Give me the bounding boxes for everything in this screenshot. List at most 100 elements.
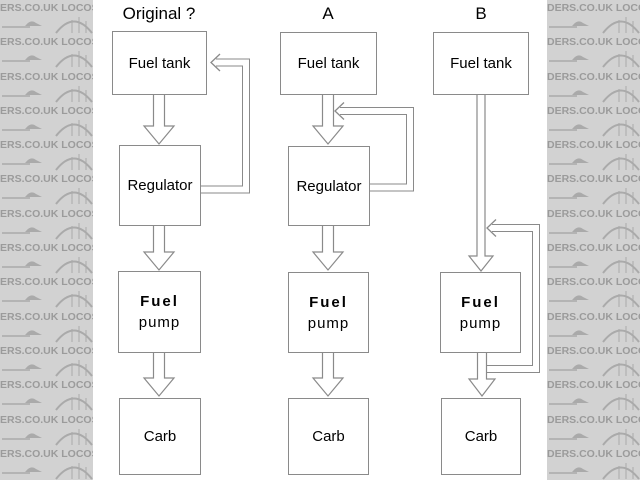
watermark-text: ERS.CO.UK LOCOSTE: [0, 276, 93, 289]
watermark-row: ERS.CO.UK LOCOSTE: [0, 34, 93, 68]
box-a-regulator: Regulator: [288, 146, 370, 226]
watermark-row: DERS.CO.UK LOCOST: [547, 103, 640, 137]
watermark-text: DERS.CO.UK LOCOST: [547, 2, 640, 14]
locost-logo-icon: [2, 188, 93, 206]
box-original-carb: Carb: [119, 398, 201, 475]
watermark-text: DERS.CO.UK LOCOST: [547, 36, 640, 49]
locost-logo-icon: [549, 428, 640, 446]
watermark-text: ERS.CO.UK LOCOSTE: [0, 310, 93, 323]
watermark-text: ERS.CO.UK LOCOSTE: [0, 139, 93, 152]
box-a-fuel-pump: Fuel pump: [288, 272, 369, 353]
watermark-row: ERS.CO.UK LOCOSTE: [0, 274, 93, 308]
locost-logo-icon: [2, 462, 93, 480]
locost-logo-icon: [549, 188, 640, 206]
watermark-row: ERS.CO.UK LOCOSTE: [0, 137, 93, 171]
watermark-row: DERS.CO.UK LOCOST: [547, 412, 640, 446]
watermark-text: ERS.CO.UK LOCOSTE: [0, 242, 93, 255]
watermark-text: DERS.CO.UK LOCOST: [547, 413, 640, 426]
box-label: Regulator: [127, 177, 193, 194]
locost-logo-icon: [549, 359, 640, 377]
watermark-text: DERS.CO.UK LOCOST: [547, 70, 640, 83]
box-original-fuel-tank: Fuel tank: [112, 31, 207, 95]
box-label: pump: [307, 314, 350, 332]
box-b-fuel-tank: Fuel tank: [433, 32, 529, 95]
watermark-row: DERS.CO.UK LOCOST: [547, 274, 640, 308]
locost-logo-icon: [549, 154, 640, 171]
locost-logo-icon: [549, 394, 640, 411]
arrow-original-tank-to-regulator: [142, 93, 176, 145]
watermark-row: DERS.CO.UK LOCOST: [547, 377, 640, 411]
watermark-text: DERS.CO.UK LOCOST: [547, 242, 640, 255]
watermark-text: ERS.CO.UK LOCOSTE: [0, 173, 93, 186]
watermark-strip-right: DERS.CO.UK LOCOSTDERS.CO.UK LOCOSTDERS.C…: [547, 0, 640, 480]
locost-logo-icon: [2, 291, 93, 308]
locost-logo-icon: [549, 257, 640, 274]
locost-logo-icon: [2, 17, 93, 34]
return-arrowhead-original: [210, 53, 221, 72]
watermark-row: ERS.CO.UK LOCOSTE: [0, 446, 93, 480]
locost-logo-icon: [2, 394, 93, 411]
watermark-strip-left: ERS.CO.UK LOCOSTEERS.CO.UK LOCOSTEERS.CO…: [0, 0, 93, 480]
watermark-row: ERS.CO.UK LOCOSTE: [0, 377, 93, 411]
watermark-row: ERS.CO.UK LOCOSTE: [0, 103, 93, 137]
pipe-b-tank-to-pump: [467, 93, 495, 272]
watermark-text: ERS.CO.UK LOCOSTE: [0, 207, 93, 220]
watermark-row: DERS.CO.UK LOCOST: [547, 34, 640, 68]
arrow-b-pump-to-carb: [467, 351, 497, 397]
watermark-row: DERS.CO.UK LOCOST: [547, 171, 640, 206]
return-arrowhead-a: [334, 102, 345, 120]
watermark-text: ERS.CO.UK LOCOSTE: [0, 344, 93, 357]
box-label: Fuel: [140, 293, 179, 310]
watermark-row: ERS.CO.UK LOCOSTE: [0, 69, 93, 103]
locost-logo-icon: [2, 154, 93, 171]
watermark-text: ERS.CO.UK LOCOSTE: [0, 36, 93, 49]
watermark-row: ERS.CO.UK LOCOSTE: [0, 206, 93, 240]
watermark-text: ERS.CO.UK LOCOSTE: [0, 379, 93, 392]
watermark-row: DERS.CO.UK LOCOST: [547, 309, 640, 343]
box-label: Regulator: [296, 177, 362, 195]
return-arrowhead-b: [486, 219, 497, 237]
watermark-row: ERS.CO.UK LOCOSTE: [0, 0, 93, 34]
arrow-original-regulator-to-pump: [142, 224, 176, 271]
locost-logo-icon: [2, 222, 93, 240]
locost-logo-icon: [2, 325, 93, 343]
locost-logo-icon: [549, 291, 640, 308]
watermark-text: DERS.CO.UK LOCOST: [547, 310, 640, 323]
column-header-b: B: [475, 4, 487, 23]
watermark-text: DERS.CO.UK LOCOST: [547, 173, 640, 186]
locost-logo-icon: [2, 85, 93, 103]
watermark-row: DERS.CO.UK LOCOST: [547, 343, 640, 377]
watermark-row: ERS.CO.UK LOCOSTE: [0, 343, 93, 377]
box-label: Fuel tank: [297, 55, 360, 72]
watermark-row: DERS.CO.UK LOCOST: [547, 446, 640, 480]
watermark-text: DERS.CO.UK LOCOST: [547, 207, 640, 220]
arrow-a-regulator-to-pump: [311, 224, 345, 271]
box-original-regulator: Regulator: [119, 145, 201, 226]
column-header-a: A: [322, 4, 334, 23]
locost-logo-icon: [2, 51, 93, 68]
watermark-text: DERS.CO.UK LOCOST: [547, 104, 640, 117]
watermark-row: DERS.CO.UK LOCOST: [547, 0, 640, 34]
watermark-text: ERS.CO.UK LOCOSTE: [0, 104, 93, 117]
box-label: Carb: [464, 428, 498, 445]
locost-logo-icon: [549, 325, 640, 343]
watermark-row: ERS.CO.UK LOCOSTE: [0, 240, 93, 274]
box-a-fuel-tank: Fuel tank: [280, 32, 377, 95]
box-label: Carb: [312, 428, 345, 445]
box-label: Fuel tank: [450, 55, 512, 72]
watermark-row: DERS.CO.UK LOCOST: [547, 240, 640, 274]
box-label: Fuel tank: [128, 54, 191, 72]
locost-logo-icon: [549, 119, 640, 137]
locost-logo-icon: [2, 257, 93, 274]
locost-logo-icon: [2, 119, 93, 137]
arrow-original-pump-to-carb: [142, 351, 176, 397]
watermark-text: DERS.CO.UK LOCOST: [547, 139, 640, 152]
arrow-a-pump-to-carb: [311, 351, 345, 397]
watermark-row: ERS.CO.UK LOCOSTE: [0, 309, 93, 343]
box-label: Fuel: [461, 293, 500, 311]
watermark-row: DERS.CO.UK LOCOST: [547, 206, 640, 240]
watermark-text: ERS.CO.UK LOCOSTE: [0, 447, 93, 460]
watermark-text: ERS.CO.UK LOCOSTE: [0, 2, 93, 14]
locost-logo-icon: [549, 85, 640, 103]
